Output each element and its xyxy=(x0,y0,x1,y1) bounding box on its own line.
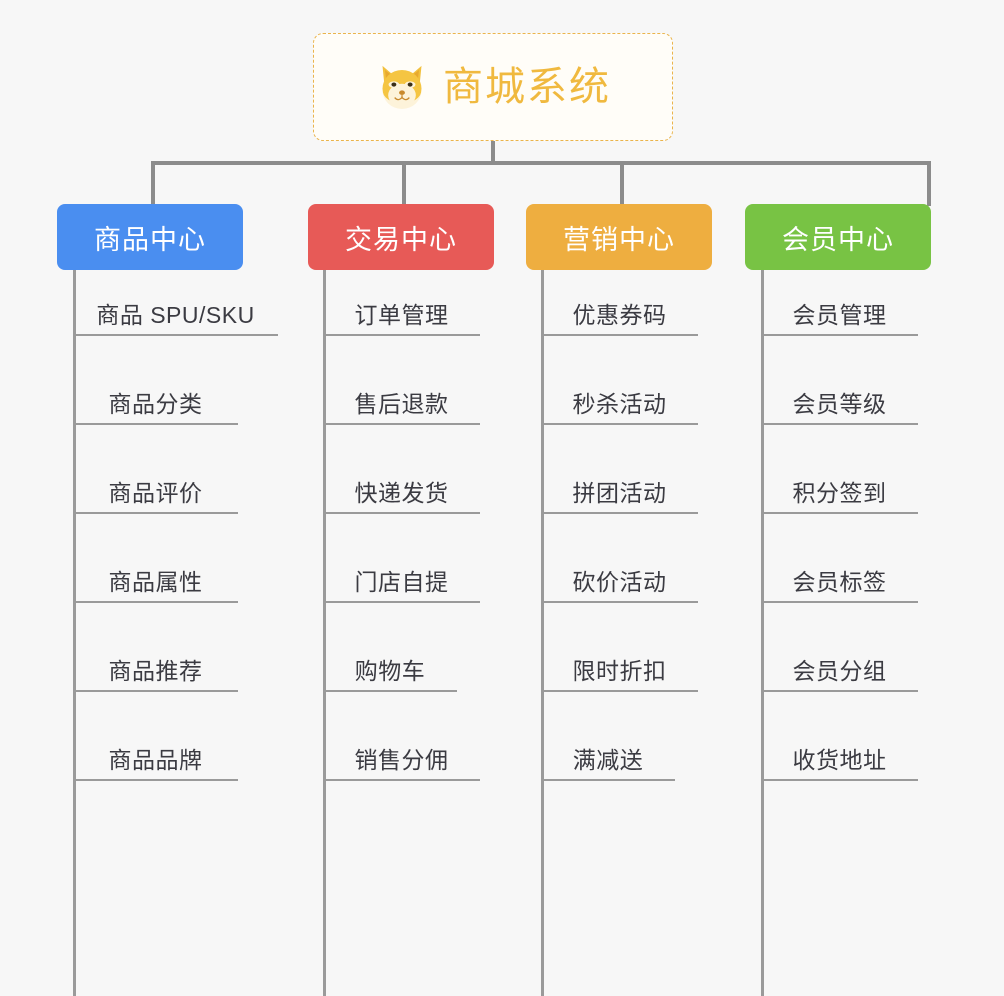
leaf-item[interactable]: 商品属性 xyxy=(73,557,238,603)
leaf-item[interactable]: 商品品牌 xyxy=(73,735,238,781)
leaf-item[interactable]: 商品 SPU/SKU xyxy=(73,290,278,336)
branch-spine-3 xyxy=(541,270,544,996)
leaf-item[interactable]: 会员管理 xyxy=(761,290,918,336)
leaf-item[interactable]: 商品评价 xyxy=(73,468,238,514)
root-title: 商城系统 xyxy=(443,65,611,109)
leaf-item[interactable]: 优惠券码 xyxy=(541,290,698,336)
leaf-item[interactable]: 购物车 xyxy=(323,646,457,692)
leaf-item[interactable]: 砍价活动 xyxy=(541,557,698,603)
leaf-item[interactable]: 秒杀活动 xyxy=(541,379,698,425)
leaf-item[interactable]: 会员分组 xyxy=(761,646,918,692)
leaf-item[interactable]: 会员标签 xyxy=(761,557,918,603)
branch-header-1[interactable]: 商品中心 xyxy=(57,204,243,270)
leaf-item[interactable]: 积分签到 xyxy=(761,468,918,514)
connector-drop-3 xyxy=(620,161,624,206)
connector-drop-4 xyxy=(927,161,931,206)
leaf-item[interactable]: 商品分类 xyxy=(73,379,238,425)
branch-spine-1 xyxy=(73,270,76,996)
connector-bus xyxy=(151,161,931,165)
branch-header-2[interactable]: 交易中心 xyxy=(308,204,494,270)
connector-root-stem xyxy=(491,141,495,165)
mindmap-canvas: 商城系统 商品中心 商品 SPU/SKU 商品分类 商品评价 商品属性 商品推荐… xyxy=(57,33,931,996)
branch-spine-2 xyxy=(323,270,326,996)
branch-spine-4 xyxy=(761,270,764,996)
connector-drop-1 xyxy=(151,161,155,206)
connector-drop-2 xyxy=(402,161,406,206)
branch-header-3[interactable]: 营销中心 xyxy=(526,204,712,270)
leaf-item[interactable]: 会员等级 xyxy=(761,379,918,425)
shiba-dog-icon xyxy=(375,61,429,113)
leaf-item[interactable]: 门店自提 xyxy=(323,557,480,603)
branch-header-4[interactable]: 会员中心 xyxy=(745,204,931,270)
leaf-item[interactable]: 销售分佣 xyxy=(323,735,480,781)
leaf-item[interactable]: 拼团活动 xyxy=(541,468,698,514)
leaf-item[interactable]: 收货地址 xyxy=(761,735,918,781)
leaf-item[interactable]: 订单管理 xyxy=(323,290,480,336)
root-node[interactable]: 商城系统 xyxy=(313,33,673,141)
leaf-item[interactable]: 快递发货 xyxy=(323,468,480,514)
leaf-item[interactable]: 限时折扣 xyxy=(541,646,698,692)
leaf-item[interactable]: 售后退款 xyxy=(323,379,480,425)
leaf-item[interactable]: 商品推荐 xyxy=(73,646,238,692)
leaf-item[interactable]: 满减送 xyxy=(541,735,675,781)
